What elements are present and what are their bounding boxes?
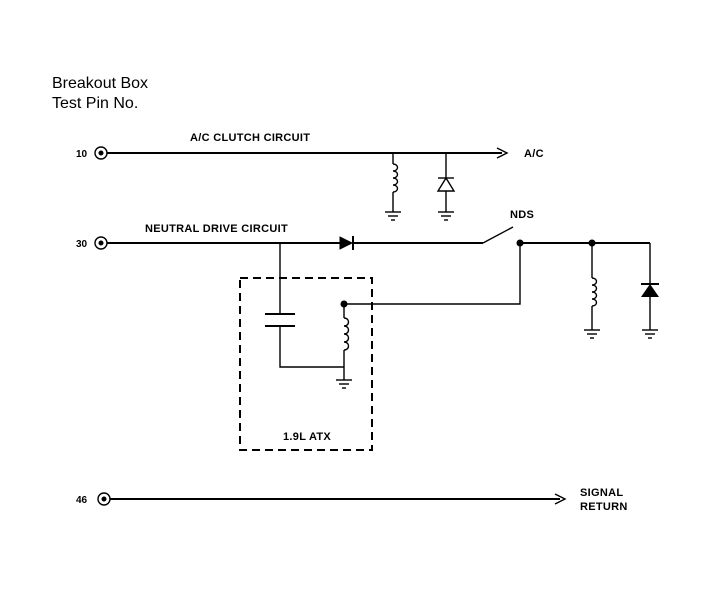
pin-10-terminal	[94, 146, 108, 160]
nds-diode-ground-icon	[642, 329, 658, 339]
ac-diode-ground-icon	[438, 211, 454, 221]
ac-diode-icon	[436, 153, 456, 212]
title-line-2: Test Pin No.	[52, 95, 138, 112]
nds-label: NDS	[510, 209, 534, 221]
module-label: 1.9L ATX	[283, 431, 331, 443]
pin-30-terminal	[94, 236, 108, 250]
ac-coil-icon	[392, 153, 399, 212]
title-line-1: Breakout Box	[52, 75, 148, 92]
ac-clutch-circuit-label: A/C CLUTCH CIRCUIT	[190, 132, 310, 144]
nds-coil-ground-icon	[584, 329, 600, 339]
module-ground-icon	[336, 379, 352, 389]
ac-label: A/C	[524, 148, 544, 160]
module-box	[239, 277, 373, 451]
ac-coil-ground-icon	[385, 211, 401, 221]
module-coil-icon	[343, 304, 350, 380]
pin-30-label: 30	[76, 239, 88, 250]
nds-coil-icon	[591, 243, 598, 330]
neutral-drive-diode-icon	[339, 236, 354, 250]
signal-label: SIGNAL	[580, 487, 623, 499]
nds-switch-icon	[482, 226, 514, 244]
module-feed-wire	[344, 243, 521, 305]
return-label: RETURN	[580, 501, 628, 513]
module-capacitor-icon	[265, 243, 344, 368]
neutral-drive-circuit-label: NEUTRAL DRIVE CIRCUIT	[145, 223, 288, 235]
nds-diode-icon	[641, 243, 659, 330]
ac-arrow-icon	[496, 147, 509, 159]
pin-46-terminal	[97, 492, 111, 506]
pin-10-label: 10	[76, 149, 88, 160]
pin-46-label: 46	[76, 495, 88, 506]
signal-return-arrow-icon	[554, 493, 567, 505]
